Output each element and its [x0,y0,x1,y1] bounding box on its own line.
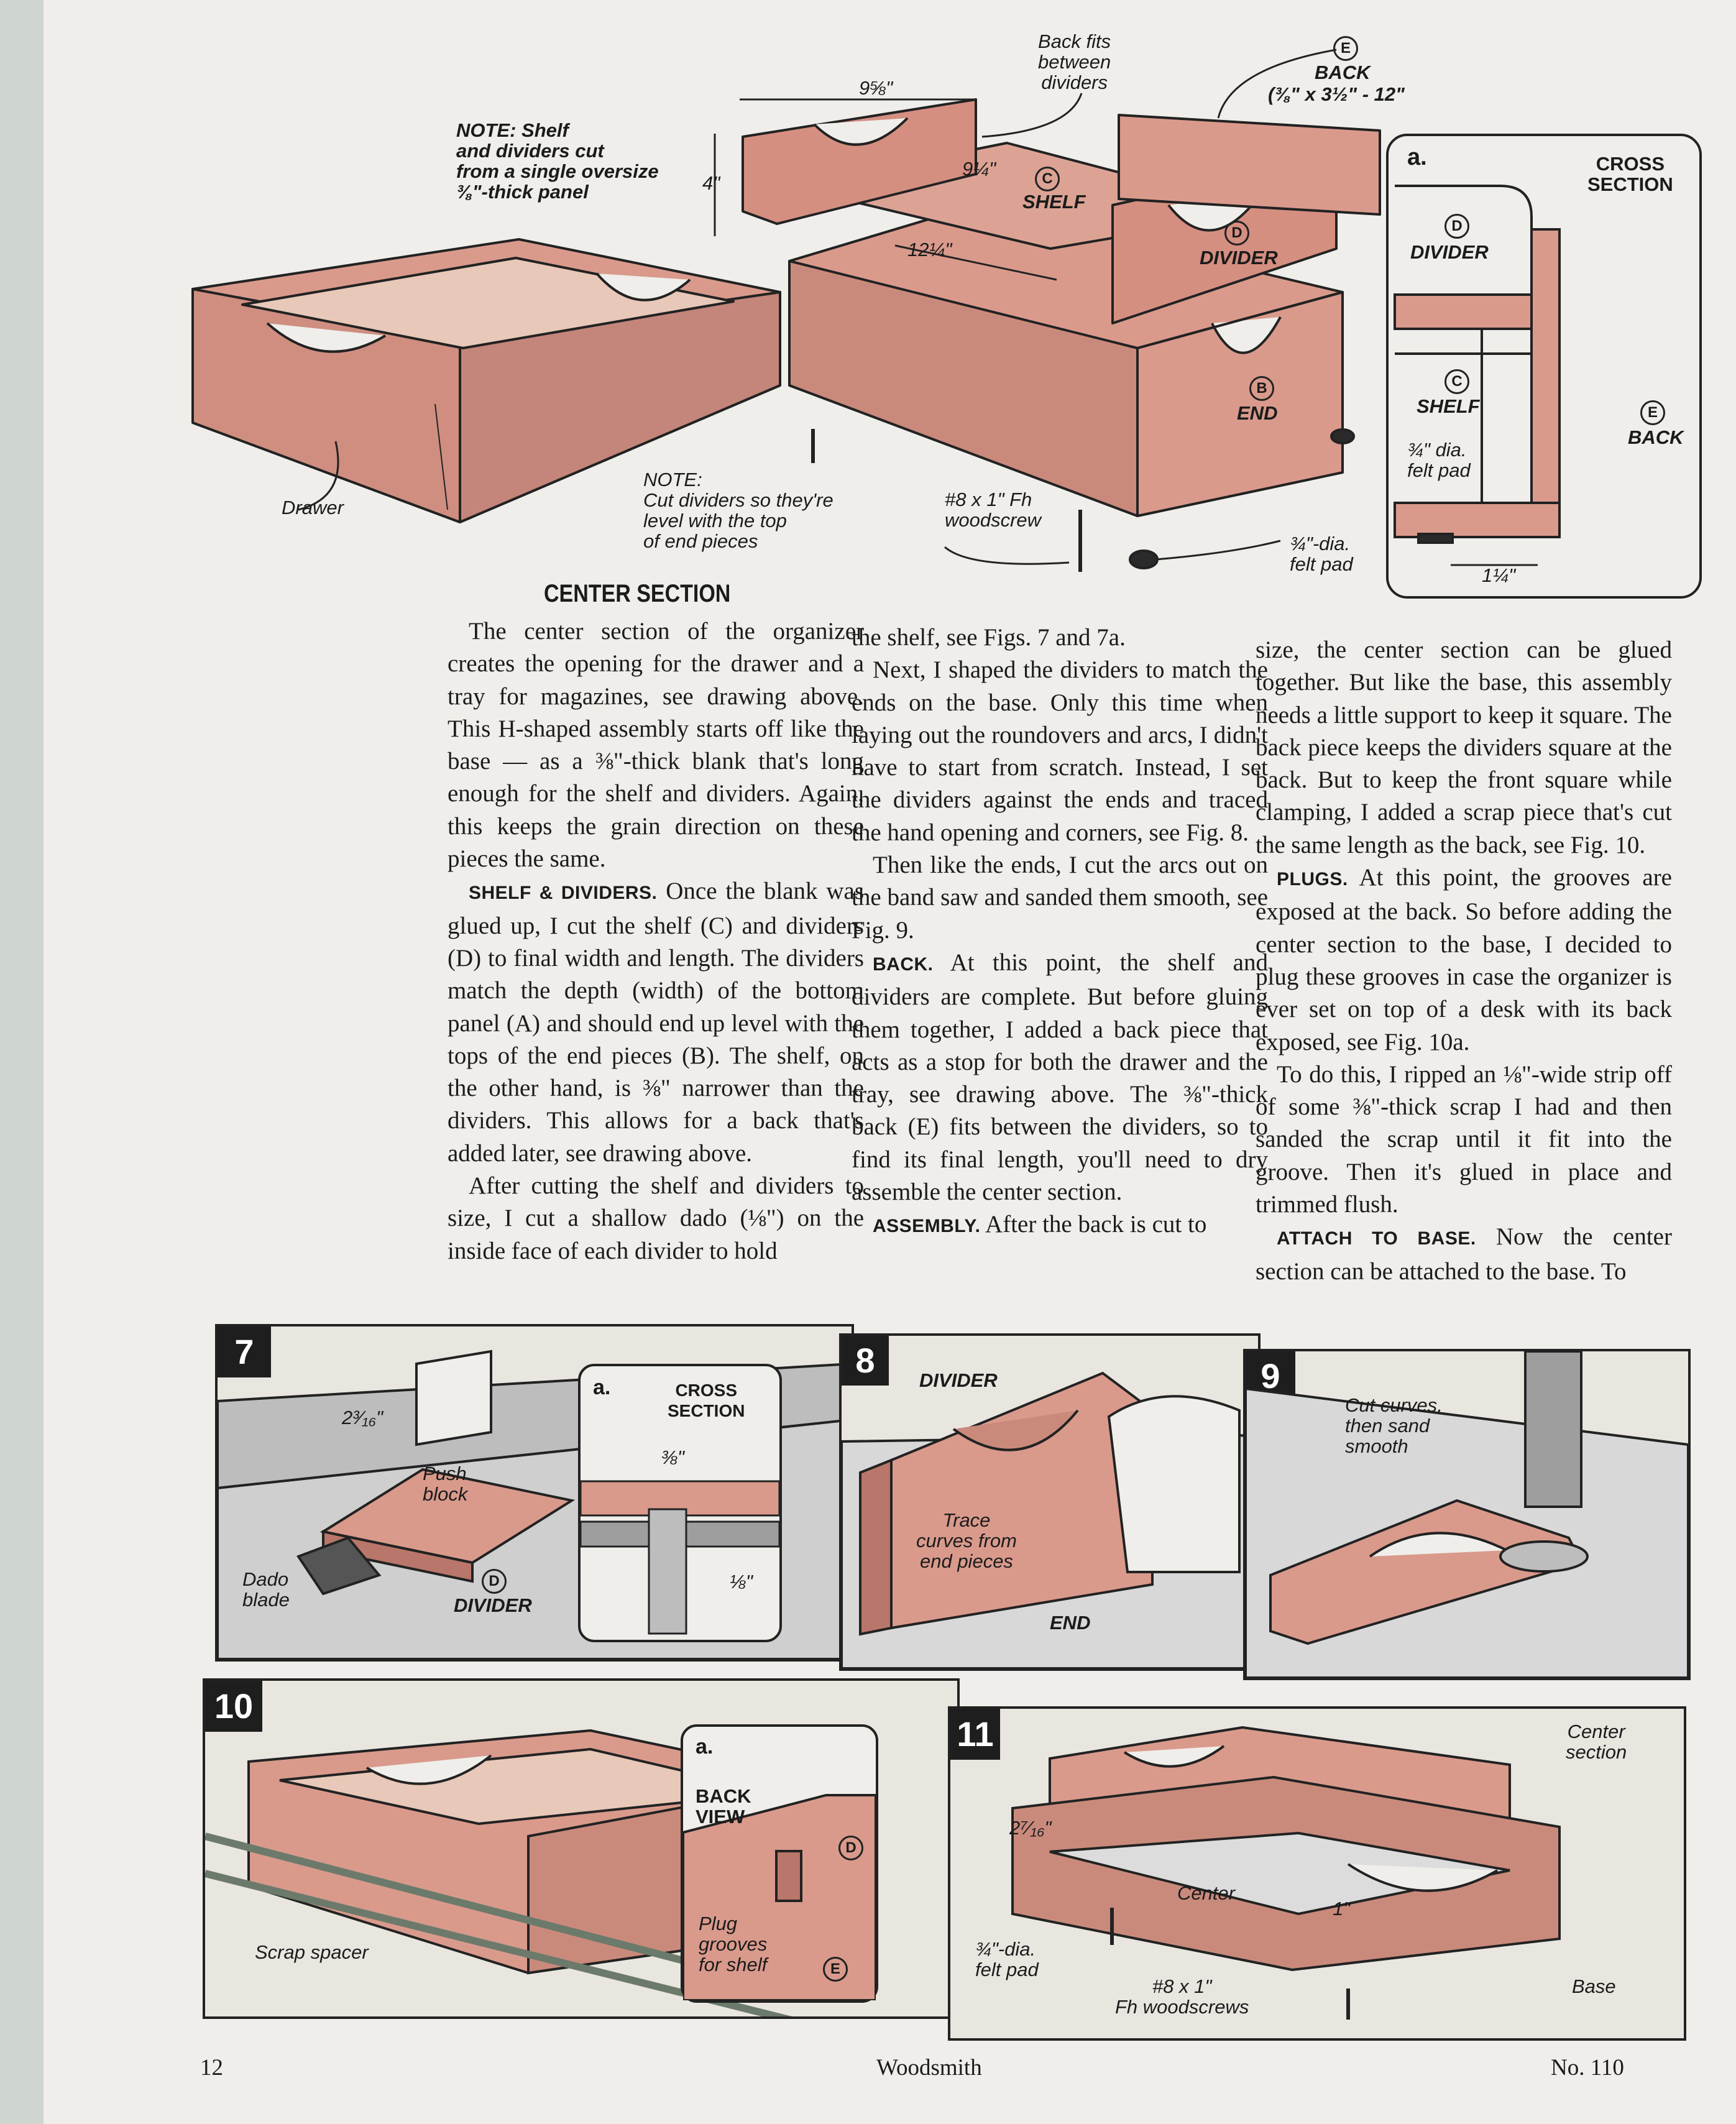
figure-9-drawing [1246,1351,1688,1678]
f7-push-block: Push block [423,1463,468,1505]
divider-left-illustration [742,98,977,225]
f7-circle-d: D [482,1569,507,1594]
col1-paragraph-2: SHELF & DIVIDERS. Once the blank was glu… [448,878,864,1167]
figure-7-number: 7 [218,1326,271,1377]
magazine-page: NOTE: Shelf and dividers cut from a sing… [44,0,1736,2124]
drawer-label: Drawer [282,497,344,518]
circle-c-main: C [1035,167,1060,191]
inset-dim: 1¼" [1482,564,1516,586]
figure-11: 11 Center section 2⁷⁄₁₆" Center 1" ¾"-di… [948,1706,1686,2041]
felt-pad-icon [1129,549,1159,569]
f8-trace: Trace curves from end pieces [916,1509,1017,1572]
f7-dado-blade: Dado blade [242,1568,290,1611]
f7-inset-tag: a. [593,1376,611,1399]
inset-shelf: SHELF [1417,395,1480,417]
f10-plug-grooves: Plug grooves for shelf [699,1913,768,1975]
f11-dim-1: 2⁷⁄₁₆" [1009,1817,1052,1839]
article-column-2: the shelf, see Figs. 7 and 7a. Next, I s… [852,622,1268,1243]
f10-circle-d: D [838,1836,863,1860]
col1-paragraph-1: The center section of the organizer crea… [448,618,864,873]
inset-divider: DIVIDER [1410,241,1489,263]
dim-height: 4" [702,172,720,194]
circle-d-main: D [1224,221,1249,246]
inset-felt: ¾" dia. felt pad [1407,439,1471,481]
dim-divider: 12¼" [907,239,952,260]
magazine-title: Woodsmith [876,2055,982,2080]
f10-back-view-inset: a. BACK VIEW D Plug grooves for shelf E [681,1724,878,2003]
f10-back-view: BACK VIEW [696,1785,751,1827]
f10-circle-e: E [823,1957,848,1982]
f11-center-section: Center section [1566,1721,1627,1763]
figure-8: 8 DIVIDER Trace curves from end pieces E… [839,1333,1261,1671]
col3-paragraph-1: size, the center section can be glued to… [1256,637,1672,858]
divider-label: DIVIDER [1200,247,1278,269]
end-label: END [1237,402,1278,424]
felt-pad-label: ¾"-dia. felt pad [1290,533,1353,575]
col3-paragraph-3: To do this, I ripped an ⅛"-wide strip of… [1256,1060,1672,1218]
figure-10-number: 10 [205,1681,262,1732]
dim-width: 9⅝" [859,77,893,99]
inset-title: CROSS SECTION [1587,153,1673,195]
screw-label: #8 x 1" Fh woodscrew [945,489,1042,531]
note-shelf-dividers: NOTE: Shelf and dividers cut from a sing… [456,119,659,203]
back-illustration [1118,114,1381,216]
col2-paragraph-2: Next, I shaped the dividers to match the… [852,656,1268,846]
inset-circle-d: D [1444,214,1469,239]
f8-end: END [1050,1612,1091,1634]
note-cut-dividers: NOTE: Cut dividers so they're level with… [643,469,834,552]
dim-shelf: 9¼" [962,158,996,180]
article-column-3: size, the center section can be glued to… [1256,634,1672,1288]
back-label: BACK [1315,62,1371,83]
f9-cut-curves: Cut curves, then sand smooth [1345,1394,1443,1457]
f7-inset-drawing [581,1480,779,1635]
cross-section-inset: a. CROSS SECTION D DIVIDER C SHELF E BAC… [1386,134,1702,599]
section-heading: CENTER SECTION [544,580,731,607]
exploded-assembly-drawing [191,48,1381,572]
figure-7: 7 2³⁄₁₆" Push block Dado blade D DIVIDER [215,1324,854,1662]
figure-10: 10 Scrap spacer a. BACK VIEW D Plug [203,1678,960,2019]
col2-paragraph-1: the shelf, see Figs. 7 and 7a. [852,624,1126,651]
f11-screws: #8 x 1" Fh woodscrews [1115,1975,1249,2018]
col1-paragraph-3: After cutting the shelf and dividers to … [448,1172,864,1264]
f7-dim: 2³⁄₁₆" [342,1407,383,1428]
col2-paragraph-3: Then like the ends, I cut the arcs out o… [852,852,1268,944]
f10-inset-drawing [683,1794,876,2000]
cross-section-drawing [1394,185,1561,566]
drawer-illustration [191,238,781,523]
f11-base: Base [1572,1975,1616,1997]
page-number: 12 [200,2055,223,2080]
article-column-1: The center section of the organizer crea… [448,615,864,1267]
f11-center: Center [1177,1882,1236,1904]
circle-e-top: E [1333,36,1358,61]
col3-paragraph-2: PLUGS. At this point, the grooves are ex… [1256,864,1672,1055]
f11-felt-pad: ¾"-dia. felt pad [975,1938,1039,1980]
figure-8-number: 8 [842,1336,889,1386]
col2-paragraph-4: BACK. At this point, the shelf and divid… [852,949,1268,1206]
col2-paragraph-5: ASSEMBLY. After the back is cut to [873,1211,1207,1238]
figure-11-number: 11 [950,1709,1000,1760]
figure-11-drawing [1011,1726,1561,2020]
f7-divider: DIVIDER [454,1594,532,1616]
f7-inset-dim-38: ⅜" [661,1446,684,1468]
back-fits-note: Back fits between dividers [1038,30,1111,93]
inset-circle-e: E [1640,400,1665,425]
f8-divider: DIVIDER [919,1369,998,1391]
inset-tag: a. [1407,144,1427,170]
figure-9: 9 Cut curves, then sand smooth [1243,1349,1691,1680]
circle-b-main: B [1249,376,1274,401]
inset-circle-c: C [1444,369,1469,394]
f10-scrap-spacer: Scrap spacer [255,1941,369,1963]
figure-8-drawing [842,1371,1258,1668]
col3-paragraph-4: ATTACH TO BASE. Now the center section c… [1256,1223,1672,1285]
inset-back: BACK [1628,426,1684,448]
f10-inset-tag: a. [696,1735,714,1759]
issue-number: No. 110 [1551,2055,1624,2080]
f11-dim-2: 1" [1333,1898,1351,1919]
f7-inset-title: CROSS SECTION [668,1381,745,1420]
shelf-label: SHELF [1022,191,1086,213]
f7-inset-dim-18: ⅛" [730,1571,753,1593]
f7-cross-section-inset: a. CROSS SECTION ⅜" ⅛" [578,1364,782,1642]
back-dims: (⅜" x 3½" - 12" [1268,83,1405,105]
